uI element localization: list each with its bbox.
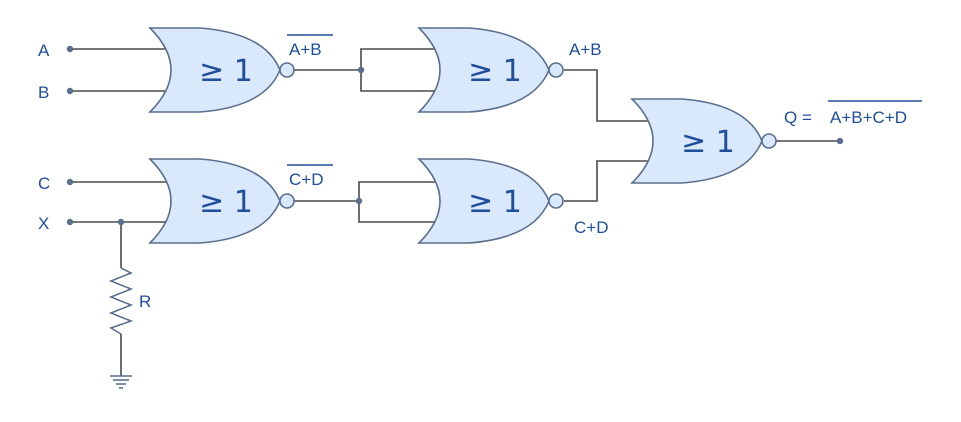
- input-label-b: B: [38, 83, 49, 102]
- input-label-c: C: [38, 174, 50, 193]
- output-expression: Q = A+B+C+D: [784, 100, 922, 127]
- terminal-x: [66, 218, 74, 226]
- nor-gate-1-symbol: ≥ 1: [199, 54, 253, 89]
- output-expr: A+B+C+D: [830, 108, 907, 127]
- signal-nor2-out: C+D: [287, 164, 333, 189]
- nor-gate-4-body: [417, 158, 550, 244]
- nor-gate-2-bubble: [279, 193, 295, 209]
- input-label-a: A: [38, 41, 50, 60]
- signal-label-nor2: C+D: [289, 170, 323, 189]
- wire-nor3-to-nor5: [564, 69, 658, 122]
- resistor-label: R: [139, 292, 151, 311]
- terminal-c: [66, 178, 74, 186]
- nor-gate-5: ≥ 1: [630, 98, 777, 184]
- junction-nor4-inputs: [355, 197, 363, 205]
- nor-gate-1: ≥ 1: [148, 27, 295, 113]
- signal-label-nor1: A+B: [289, 40, 322, 59]
- nor-gate-5-body: [630, 98, 763, 184]
- nor-gate-4-bubble: [548, 193, 564, 209]
- nor-gate-3: ≥ 1: [417, 27, 564, 113]
- nor-gate-1-bubble: [279, 62, 295, 78]
- signal-label-nor4: C+D: [574, 218, 608, 237]
- junction-x-resistor: [117, 218, 125, 226]
- input-label-x: X: [38, 214, 49, 233]
- terminals: [66, 45, 844, 226]
- nor-gate-3-bubble: [548, 62, 564, 78]
- wire-nor4-to-nor5: [564, 160, 658, 202]
- nor-gate-5-symbol: ≥ 1: [681, 125, 735, 160]
- signal-nor1-out: A+B: [287, 34, 333, 59]
- nor-gate-2-body: [148, 158, 281, 244]
- output-prefix: Q =: [784, 108, 812, 127]
- terminal-b: [66, 87, 74, 95]
- wire-nor3-tied-inputs: [360, 48, 444, 92]
- pull-down-resistor: R: [108, 267, 151, 335]
- nor-gate-1-body: [148, 27, 281, 113]
- signal-label-nor3: A+B: [569, 40, 602, 59]
- nor-gate-4-symbol: ≥ 1: [468, 185, 522, 220]
- gates: ≥ 1 ≥ 1 ≥ 1 ≥ 1 ≥ 1: [148, 27, 777, 244]
- terminal-a: [66, 45, 74, 53]
- junction-nor3-inputs: [357, 66, 365, 74]
- nor-gate-3-body: [417, 27, 550, 113]
- terminal-q: [836, 137, 844, 145]
- nor-gate-2-symbol: ≥ 1: [199, 185, 253, 220]
- resistor-zigzag: [108, 267, 134, 335]
- wire-nor4-tied-inputs: [358, 181, 444, 223]
- nor-gate-2: ≥ 1: [148, 158, 295, 244]
- nor-gate-3-symbol: ≥ 1: [468, 54, 522, 89]
- ground-icon: [110, 375, 132, 389]
- nor-gate-4: ≥ 1: [417, 158, 564, 244]
- wires: [70, 48, 840, 376]
- nor-gate-5-bubble: [761, 133, 777, 149]
